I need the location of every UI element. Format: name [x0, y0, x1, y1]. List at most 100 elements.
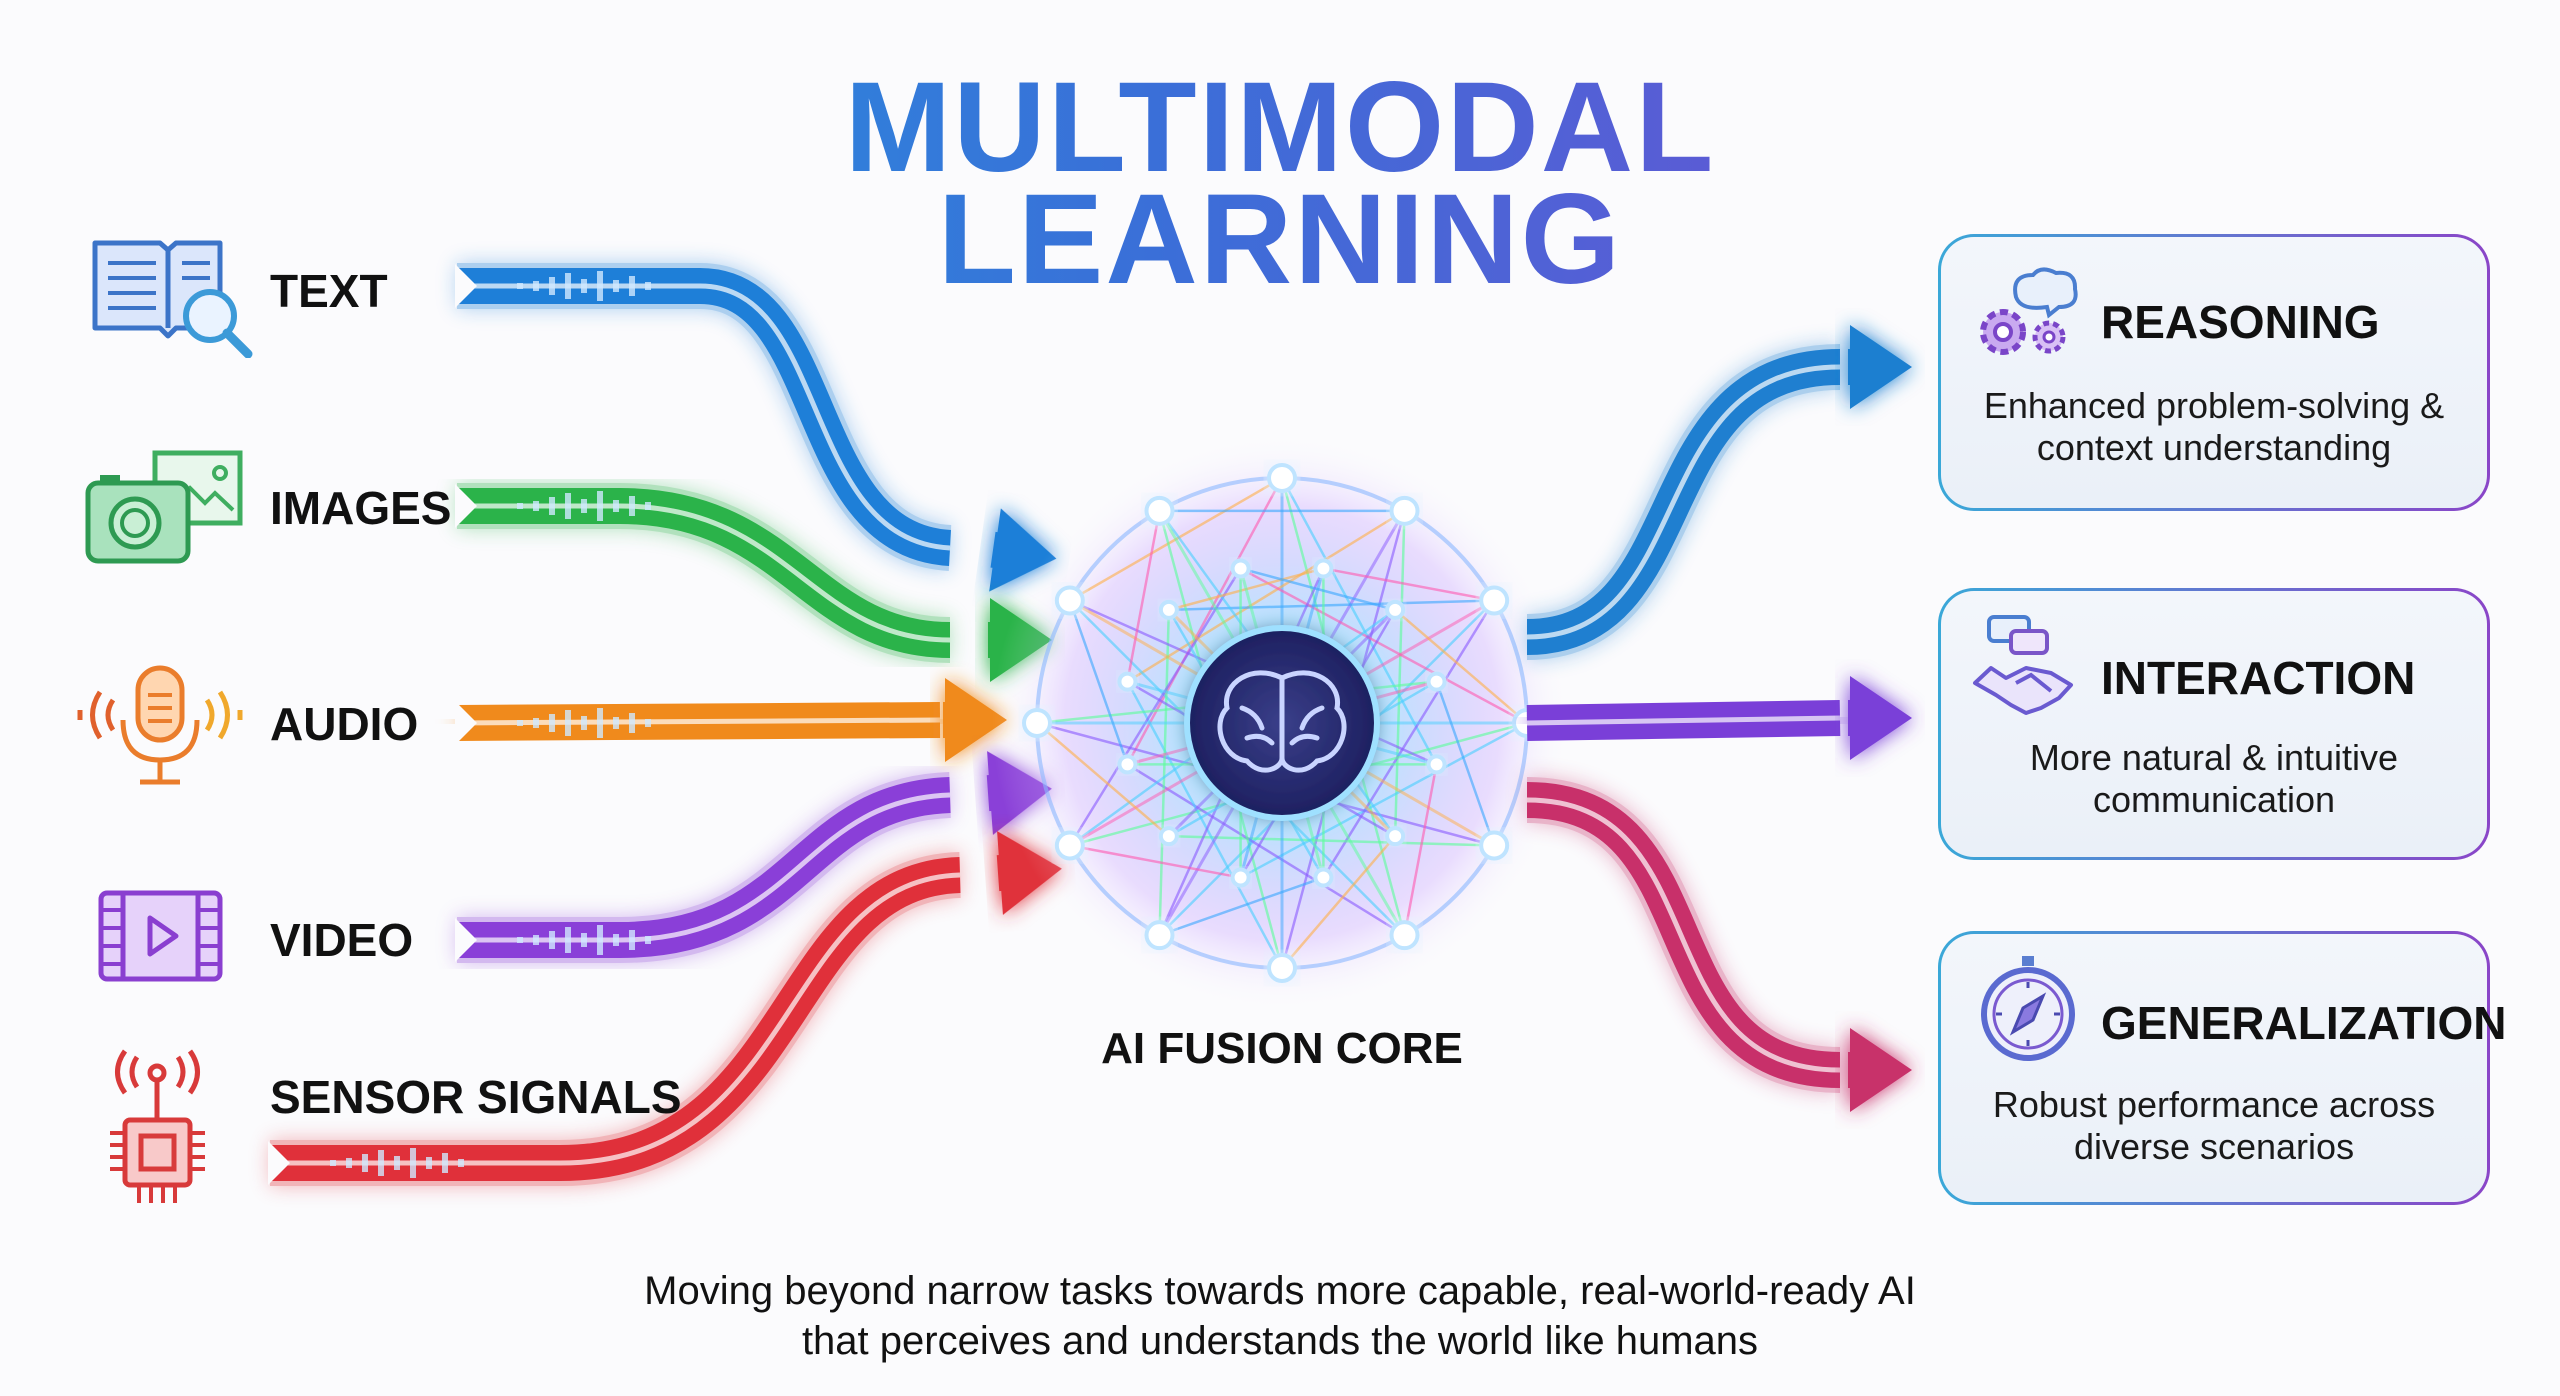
handshake-chat-icon — [1973, 615, 2073, 715]
network-link — [1281, 835, 1397, 969]
network-node — [1144, 920, 1175, 951]
signal-wave-bar — [597, 491, 603, 521]
network-node — [1385, 826, 1406, 847]
network-node — [1117, 754, 1138, 775]
network-link — [1126, 477, 1284, 766]
input-label-text: TEXT — [270, 265, 388, 317]
network-node — [1479, 830, 1510, 861]
arrow-tail-notch — [455, 484, 477, 528]
output-title-generalization: GENERALIZATION — [2101, 997, 2507, 1049]
signal-wave-bar — [346, 1158, 352, 1168]
signal-wave-bar — [533, 935, 539, 945]
network-node — [1230, 558, 1251, 579]
output-arrow-interaction — [1526, 676, 1912, 760]
network-node — [1117, 671, 1138, 692]
signal-wave-bar — [533, 281, 539, 291]
input-arrow-sensor-signals — [270, 831, 1062, 1186]
input-label-video: VIDEO — [270, 914, 414, 966]
arrowhead-icon — [1848, 325, 1912, 409]
input-arrows — [268, 263, 1062, 1186]
signal-wave-bar — [597, 925, 603, 955]
input-arrow-images — [457, 483, 1052, 682]
signal-wave-bar — [613, 500, 619, 512]
signal-wave-bar — [645, 282, 651, 290]
network-node — [1426, 671, 1447, 692]
brain-icon — [1217, 670, 1347, 773]
network-link — [1239, 567, 1528, 725]
network-link — [1322, 599, 1496, 879]
signal-wave-bar — [517, 937, 523, 943]
network-node — [1385, 599, 1406, 620]
output-card-generalization: GENERALIZATION Robust performance across… — [1938, 931, 2506, 1205]
network-link — [1036, 722, 1170, 838]
network-link — [1323, 567, 1495, 602]
arrowhead-icon — [1848, 1028, 1912, 1112]
arrowhead-icon — [989, 508, 1057, 592]
signal-wave-bar — [613, 280, 619, 292]
network-link — [1393, 510, 1406, 837]
signal-wave-bar — [517, 720, 523, 726]
signal-wave-bar — [581, 933, 587, 947]
output-arrow-reasoning — [1526, 325, 1912, 660]
network-node — [1389, 920, 1420, 951]
signal-wave-bar — [597, 271, 603, 301]
compass-icon — [1981, 956, 2075, 1061]
network-node — [1230, 867, 1251, 888]
input-label-audio: AUDIO — [270, 698, 419, 750]
network-node — [1054, 585, 1085, 616]
footer-line-1: Moving beyond narrow tasks towards more … — [644, 1269, 1916, 1313]
network-link — [1240, 567, 1396, 612]
arrow-tail-notch — [268, 1141, 290, 1185]
output-desc-reasoning-line2: context understanding — [2036, 427, 2392, 468]
network-node — [1158, 599, 1179, 620]
signal-wave-bar — [410, 1148, 416, 1178]
signal-wave-bar — [394, 1156, 400, 1170]
output-card-reasoning: REASONING Enhanced problem-solving & con… — [1938, 234, 2490, 511]
network-node — [1144, 495, 1175, 526]
signal-wave-bar — [645, 502, 651, 510]
signal-wave-bar — [533, 718, 539, 728]
network-node — [1267, 463, 1297, 493]
input-arrow-text — [457, 263, 1057, 592]
signal-wave-bar — [442, 1153, 448, 1173]
output-card-interaction: INTERACTION More natural & intuitive com… — [1938, 588, 2490, 860]
output-desc-reasoning-line1: Enhanced problem-solving & — [1983, 385, 2445, 426]
signal-wave-bar — [330, 1160, 336, 1166]
arrow-tail-notch — [455, 918, 477, 962]
sensor-chip-icon — [110, 1049, 205, 1203]
network-link — [1168, 599, 1495, 612]
signal-wave-bar — [458, 1159, 464, 1167]
signal-wave-bar — [565, 927, 571, 953]
signal-wave-bar — [581, 279, 587, 293]
arrowhead-icon — [1848, 676, 1912, 760]
input-arrow-audio — [456, 678, 1007, 762]
network-link — [1280, 477, 1438, 766]
signal-wave-bar — [581, 499, 587, 513]
network-node — [1479, 585, 1510, 616]
output-title-reasoning: REASONING — [2101, 296, 2380, 348]
gears-thought-icon — [1980, 267, 2078, 355]
network-node — [1054, 830, 1085, 861]
signal-wave-bar — [549, 931, 555, 949]
signal-wave-bar — [645, 719, 651, 727]
signal-wave-bar — [517, 283, 523, 289]
network-link — [1126, 763, 1406, 937]
signal-wave-bar — [426, 1157, 432, 1169]
network-node — [1313, 558, 1334, 579]
signal-wave-bar — [629, 930, 635, 950]
title-line-2: LEARNING — [0, 176, 2560, 304]
input-label-sensor-signals: SENSOR SIGNALS — [270, 1071, 682, 1123]
output-arrows — [1526, 325, 1912, 1112]
microphone-icon — [77, 665, 243, 785]
network-node — [1313, 867, 1334, 888]
network-node — [1389, 495, 1420, 526]
output-desc-interaction-line2: communication — [2092, 779, 2336, 820]
network-link — [1068, 600, 1129, 765]
arrowhead-icon — [996, 831, 1062, 915]
network-link — [1068, 567, 1242, 847]
output-desc-generalization-line2: diverse scenarios — [2073, 1126, 2355, 1167]
video-play-icon — [98, 890, 223, 982]
signal-wave-bar — [517, 503, 523, 509]
output-title-interaction: INTERACTION — [2101, 652, 2416, 704]
